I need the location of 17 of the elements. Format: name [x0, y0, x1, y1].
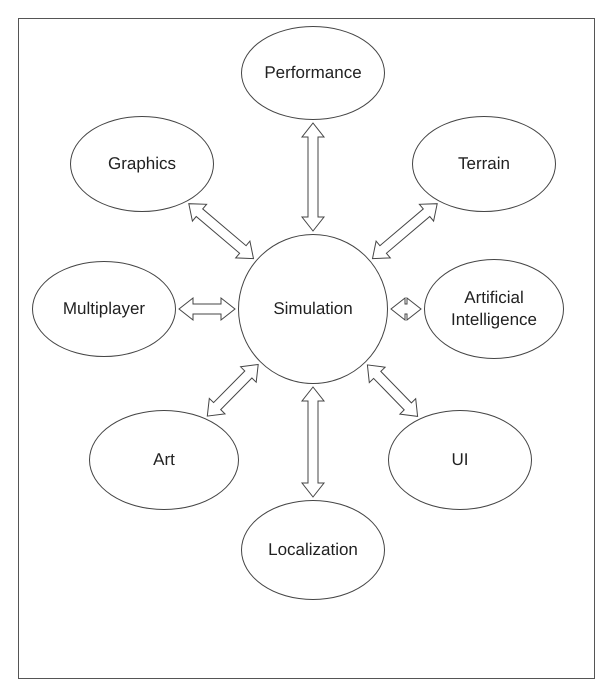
node-label: Graphics — [108, 152, 176, 175]
double-arrow — [178, 296, 236, 322]
double-arrow — [188, 203, 254, 260]
double-arrow — [300, 122, 326, 232]
node-label: Localization — [268, 538, 358, 561]
double-arrow — [390, 296, 422, 322]
node-label: Simulation — [273, 298, 353, 320]
node-label: UI — [452, 448, 468, 471]
node-label: Terrain — [458, 152, 510, 175]
node-label: Artificial Intelligence — [450, 286, 538, 331]
double-arrow — [206, 364, 259, 417]
node-label: Performance — [264, 62, 362, 84]
double-arrow — [366, 364, 418, 417]
double-arrow — [300, 386, 326, 498]
double-arrow — [372, 203, 438, 260]
node-label: Multiplayer — [62, 298, 146, 320]
node-label: Art — [153, 448, 175, 471]
